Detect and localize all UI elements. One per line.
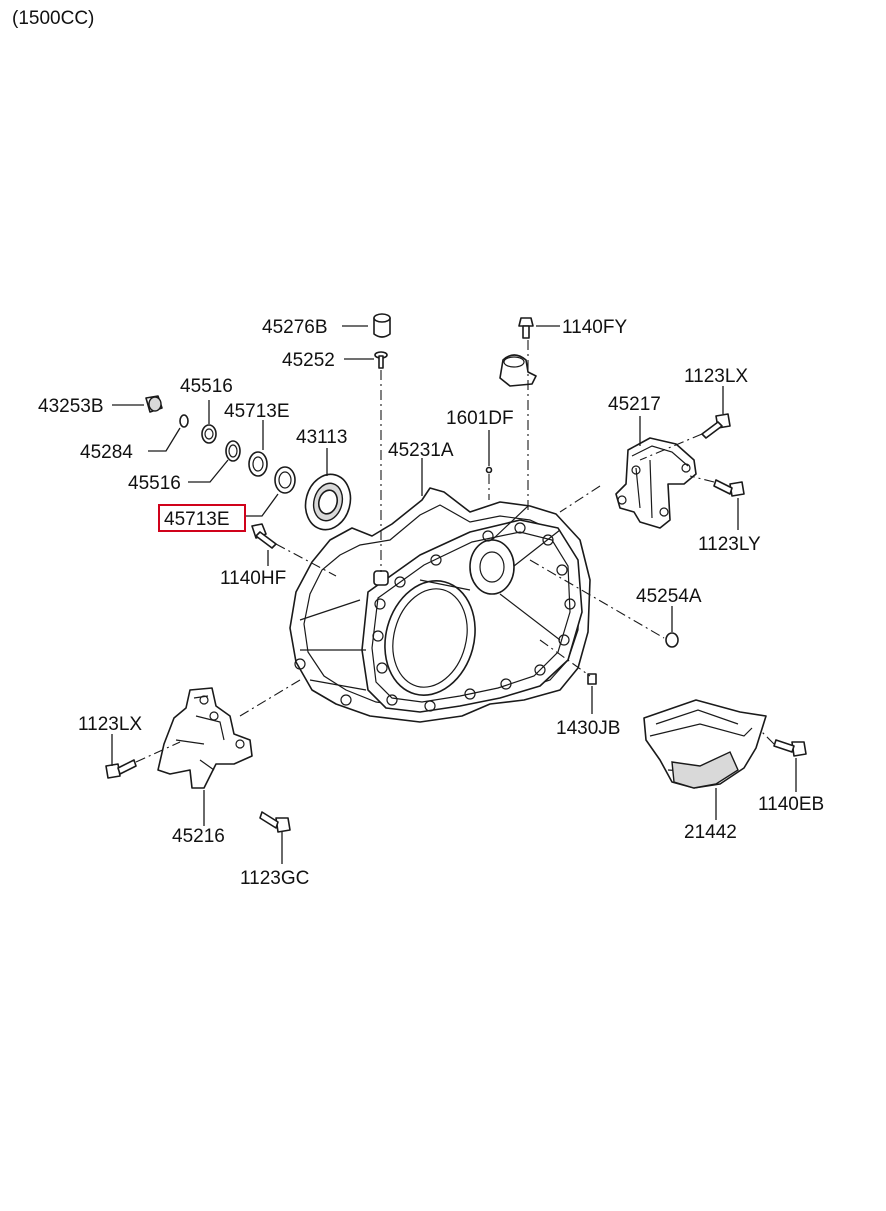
label-1430JB[interactable]: 1430JB <box>556 718 620 739</box>
label-45254A[interactable]: 45254A <box>636 586 702 607</box>
breather-cap <box>499 354 537 387</box>
label-45713E-selected[interactable]: 45713E <box>164 509 230 530</box>
bolt-1123LX-lower <box>105 759 137 779</box>
cap-45276B <box>373 313 391 338</box>
label-43253B[interactable]: 43253B <box>38 396 104 417</box>
label-1123LX-upper[interactable]: 1123LX <box>684 366 748 387</box>
bolt-1123LY <box>713 479 745 497</box>
cover-21442 <box>643 699 767 789</box>
assembly-lines <box>135 340 775 763</box>
engine-caption: (1500CC) <box>12 8 95 29</box>
oil-seal-43113 <box>304 473 352 531</box>
label-45284[interactable]: 45284 <box>80 442 133 463</box>
selected-part-highlight <box>158 504 246 532</box>
bolt-1140HF <box>251 523 277 549</box>
washer-45713E-upper <box>248 451 268 477</box>
bolt-1140FY <box>518 317 534 339</box>
plug-45254A <box>665 632 679 648</box>
bracket-45216 <box>157 687 253 789</box>
washer-45713E-lower <box>274 466 296 494</box>
bushing-43253B <box>145 395 163 413</box>
label-21442[interactable]: 21442 <box>684 822 737 843</box>
washer-45516-upper <box>201 424 217 444</box>
bolt-1123GC <box>259 811 291 833</box>
label-45713E-upper[interactable]: 45713E <box>224 401 290 422</box>
label-43113[interactable]: 43113 <box>296 427 347 448</box>
pin-1430JB <box>587 673 597 685</box>
label-1140FY[interactable]: 1140FY <box>562 317 627 338</box>
label-1601DF[interactable]: 1601DF <box>446 408 514 429</box>
label-45516-upper[interactable]: 45516 <box>180 376 233 397</box>
label-1140HF[interactable]: 1140HF <box>220 568 286 589</box>
washer-45516-lower <box>225 440 241 462</box>
label-45276B[interactable]: 45276B <box>262 317 328 338</box>
plug-1601DF <box>485 466 493 474</box>
label-45516-lower[interactable]: 45516 <box>128 473 181 494</box>
label-45252[interactable]: 45252 <box>282 350 335 371</box>
leader-lines <box>111 325 797 864</box>
label-1123LX-lower[interactable]: 1123LX <box>78 714 142 735</box>
bolt-1123LX-upper <box>701 413 731 439</box>
label-45217[interactable]: 45217 <box>608 394 661 415</box>
label-45231A[interactable]: 45231A <box>388 440 454 461</box>
label-45216[interactable]: 45216 <box>172 826 225 847</box>
label-1123GC[interactable]: 1123GC <box>240 868 309 889</box>
label-1123LY[interactable]: 1123LY <box>698 534 761 555</box>
part-labels: 45276B 45252 1140FY 43253B 45516 45713E … <box>38 317 824 889</box>
pin-45252 <box>374 351 388 369</box>
ring-45284 <box>179 414 189 428</box>
bolt-1140EB <box>773 739 807 757</box>
label-1140EB[interactable]: 1140EB <box>758 794 824 815</box>
transaxle-case-45231A <box>289 487 591 723</box>
bracket-45217 <box>615 437 697 529</box>
